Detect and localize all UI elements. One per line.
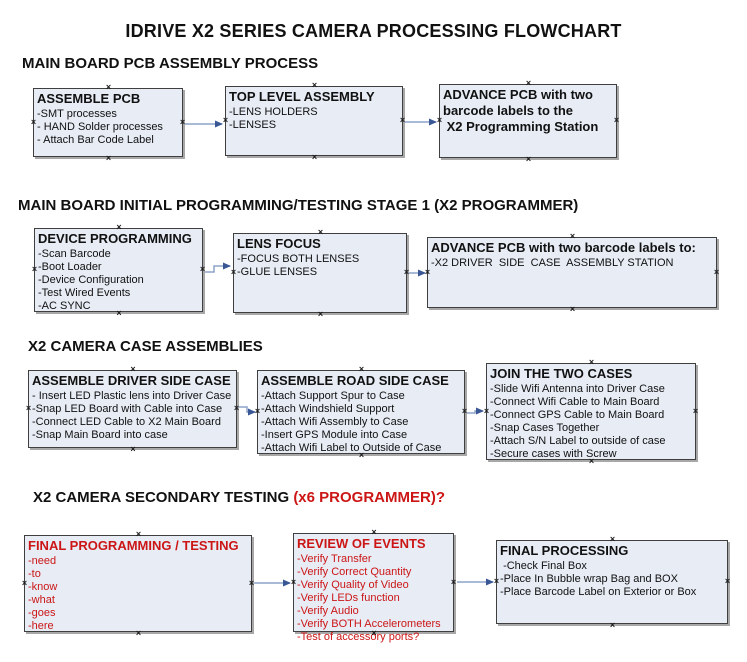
connection-handle-icon (317, 310, 324, 319)
box-title: FINAL PROCESSING (500, 543, 629, 558)
box-title: JOIN THE TWO CASES (490, 366, 633, 381)
box-body-lines (440, 135, 616, 136)
arrow-driver-case-to-road-case (238, 406, 256, 416)
flow-box-top-level-assembly: TOP LEVEL ASSEMBLY -LENS HOLDERS -LENSES (225, 86, 403, 156)
flow-box-final-processing: FINAL PROCESSING -Check Final Box -Place… (496, 540, 728, 624)
flow-box-assemble-driver-side-case: ASSEMBLE DRIVER SIDE CASE - Insert LED P… (28, 370, 237, 448)
flow-box-assemble-pcb: ASSEMBLE PCB -SMT processes - HAND Solde… (33, 88, 183, 157)
box-title: LENS FOCUS (237, 236, 321, 251)
box-title: REVIEW OF EVENTS (297, 536, 426, 551)
section-heading-initial-programming: MAIN BOARD INITIAL PROGRAMMING/TESTING S… (18, 197, 578, 214)
box-body-lines: - Insert LED Plastic lens into Driver Ca… (32, 390, 232, 441)
box-body-lines: -FOCUS BOTH LENSES -GLUE LENSES (237, 253, 360, 278)
connection-handle-icon (130, 445, 137, 454)
box-body-lines: -Check Final Box -Place In Bubble wrap B… (500, 560, 697, 598)
connection-handle-icon (569, 305, 576, 314)
flow-box-review-of-events: REVIEW OF EVENTS -Verify Transfer -Verif… (293, 533, 454, 643)
box-body-lines: -Verify Transfer -Verify Correct Quantit… (297, 553, 441, 643)
connection-handle-icon (609, 621, 616, 630)
box-title: DEVICE PROGRAMMING (38, 231, 192, 246)
section-heading-text: MAIN BOARD INITIAL PROGRAMMING/TESTING S… (18, 197, 579, 214)
box-title: ADVANCE PCB with two barcode labels to: (431, 240, 696, 255)
arrow-road-case-to-join-cases (466, 407, 484, 415)
section-heading-case-assemblies: X2 CAMERA CASE ASSEMBLIES (28, 338, 263, 355)
box-title: ADVANCE PCB with two barcode labels to t… (443, 87, 599, 134)
flow-box-final-programming-testing: FINAL PROGRAMMING / TESTING -need -to -k… (24, 535, 252, 632)
flow-box-lens-focus: LENS FOCUS -FOCUS BOTH LENSES -GLUE LENS… (233, 233, 407, 313)
box-body-lines: -Attach Support Spur to Case -Attach Win… (261, 390, 442, 454)
section-heading-text: X2 CAMERA CASE ASSEMBLIES (28, 338, 263, 355)
flow-box-join-the-two-cases: JOIN THE TWO CASES -Slide Wifi Antenna i… (486, 363, 696, 460)
section-heading-text: X2 CAMERA SECONDARY TESTING (33, 489, 294, 506)
connection-handle-icon (105, 154, 112, 163)
box-title: ASSEMBLE DRIVER SIDE CASE (32, 373, 231, 388)
box-title: FINAL PROGRAMMING / TESTING (28, 538, 239, 553)
box-body-lines: -X2 DRIVER SIDE CASE ASSEMBLY STATION (431, 257, 674, 269)
page-title: IDRIVE X2 SERIES CAMERA PROCESSING FLOWC… (125, 21, 622, 41)
section-heading-pcb-assembly: MAIN BOARD PCB ASSEMBLY PROCESS (22, 55, 318, 72)
section-heading-text: MAIN BOARD PCB ASSEMBLY PROCESS (22, 55, 319, 72)
box-body-lines: -Scan Barcode -Boot Loader -Device Confi… (38, 248, 144, 312)
box-title: ASSEMBLE ROAD SIDE CASE (261, 373, 449, 388)
box-title: TOP LEVEL ASSEMBLY (229, 89, 375, 104)
flow-box-assemble-road-side-case: ASSEMBLE ROAD SIDE CASE -Attach Support … (257, 370, 465, 454)
section-heading-red-text: (x6 PROGRAMMER)? (293, 489, 445, 506)
connection-handle-icon (525, 155, 532, 164)
box-body-lines: -Slide Wifi Antenna into Driver Case -Co… (490, 383, 666, 460)
section-heading-secondary-testing: X2 CAMERA SECONDARY TESTING (x6 PROGRAMM… (33, 489, 445, 506)
connection-handle-icon (311, 153, 318, 162)
arrow-device-programming-to-lens-focus (204, 262, 231, 273)
box-body-lines: -need -to -know -what -goes -here (28, 555, 58, 632)
box-body-lines: -LENS HOLDERS -LENSES (229, 106, 318, 131)
flow-box-advance-pcb-driver-side-station: ADVANCE PCB with two barcode labels to: … (427, 237, 717, 308)
box-body-lines: -SMT processes - HAND Solder processes -… (37, 108, 163, 146)
flow-box-device-programming: DEVICE PROGRAMMING -Scan Barcode -Boot L… (34, 228, 203, 312)
box-title: ASSEMBLE PCB (37, 91, 141, 106)
flow-box-advance-pcb-programming-station: ADVANCE PCB with two barcode labels to t… (439, 84, 617, 158)
